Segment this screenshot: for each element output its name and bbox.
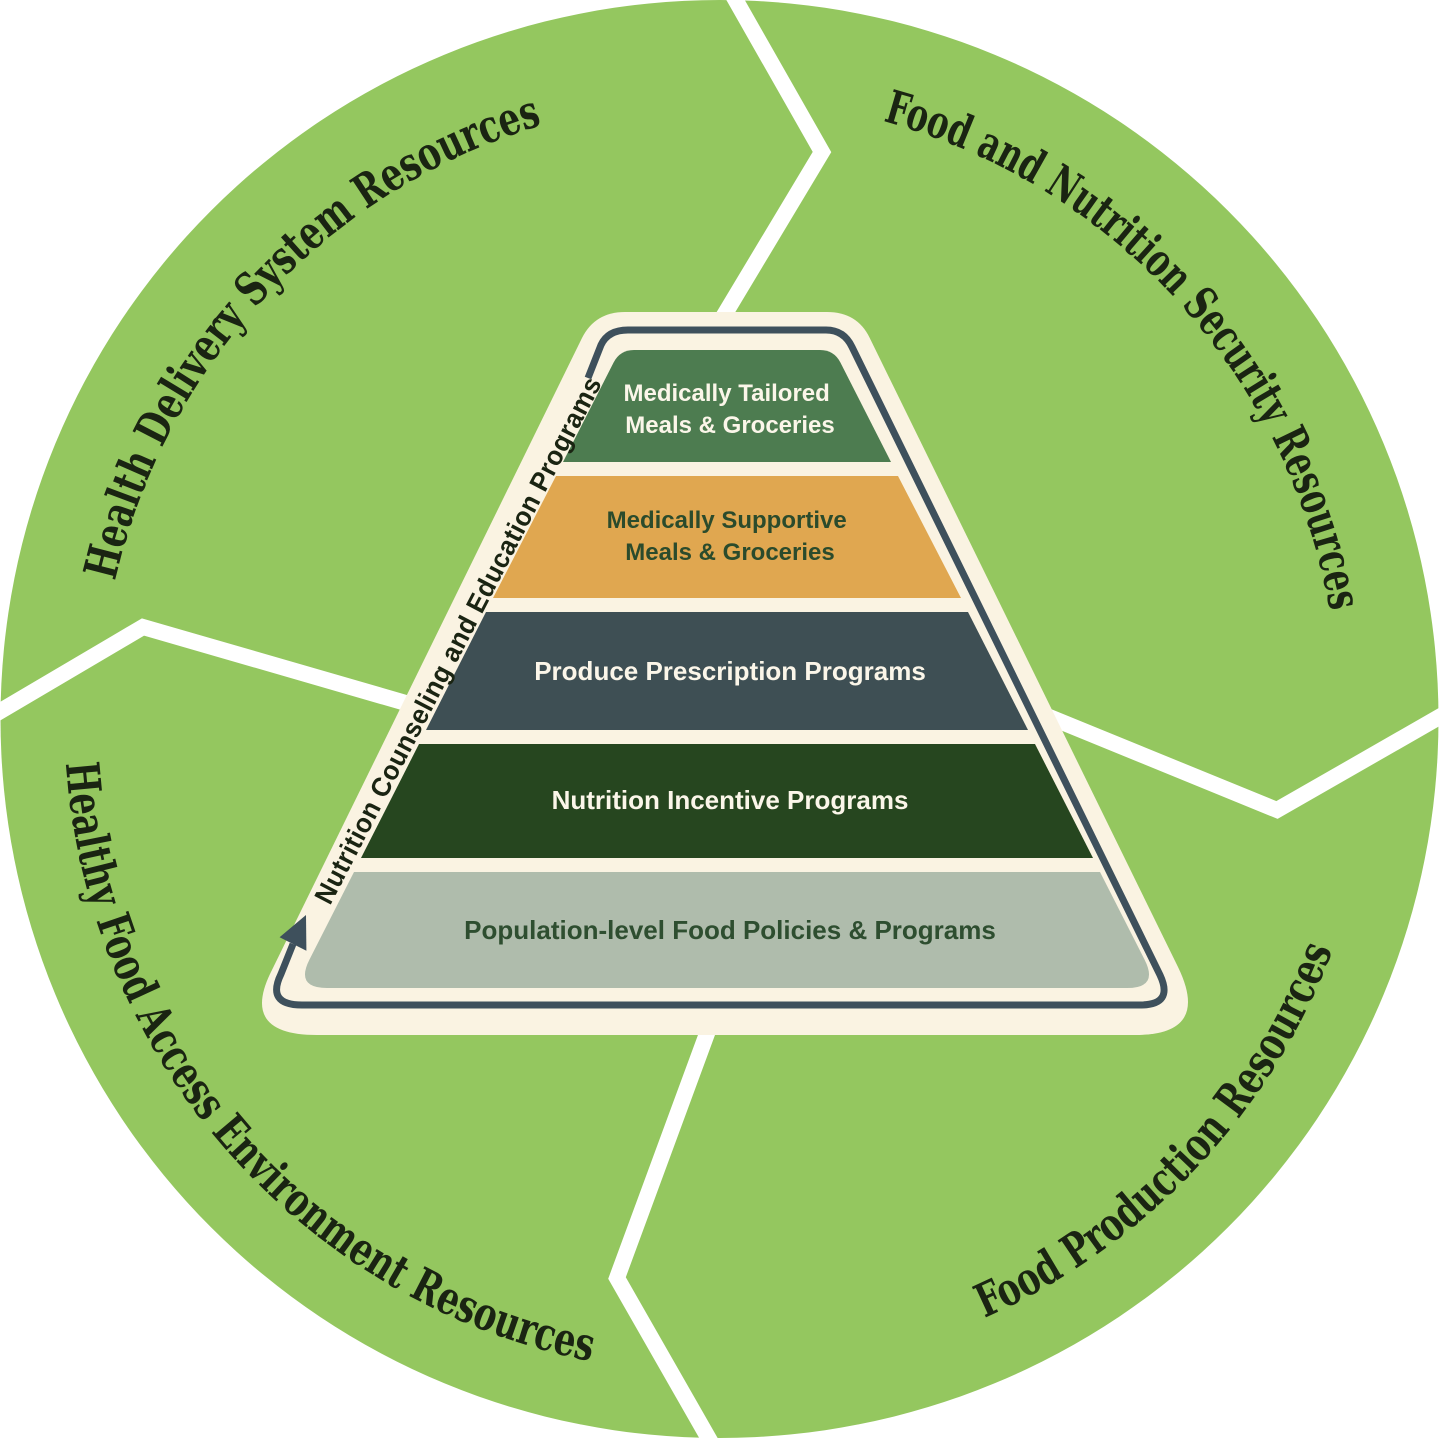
ring-chevron-right-icon [1016, 697, 1439, 819]
tier-2-label: Medically Supportive Meals & Groceries [607, 507, 854, 566]
ring-chevron-top-icon [683, 0, 832, 377]
tier-5-label: Population-level Food Policies & Program… [464, 915, 996, 945]
tier-2-shape [493, 476, 961, 598]
tier-3-label: Produce Prescription Programs [534, 656, 926, 686]
pyramid-cycle-arrowhead-icon [279, 915, 307, 951]
tier-1-label: Medically Tailored Meals & Groceries [624, 380, 837, 439]
pyramid-cycle-arrow-icon [273, 326, 1168, 1009]
ring-chevron-left-icon [0, 618, 433, 721]
tier-1-shape [563, 350, 891, 462]
tier-4-label: Nutrition Incentive Programs [552, 785, 909, 815]
tier-3-shape [426, 612, 1028, 730]
tier-4-shape [361, 744, 1093, 858]
tier-5-shape [304, 872, 1150, 988]
ring-chevron-bottom-icon [608, 1017, 720, 1438]
